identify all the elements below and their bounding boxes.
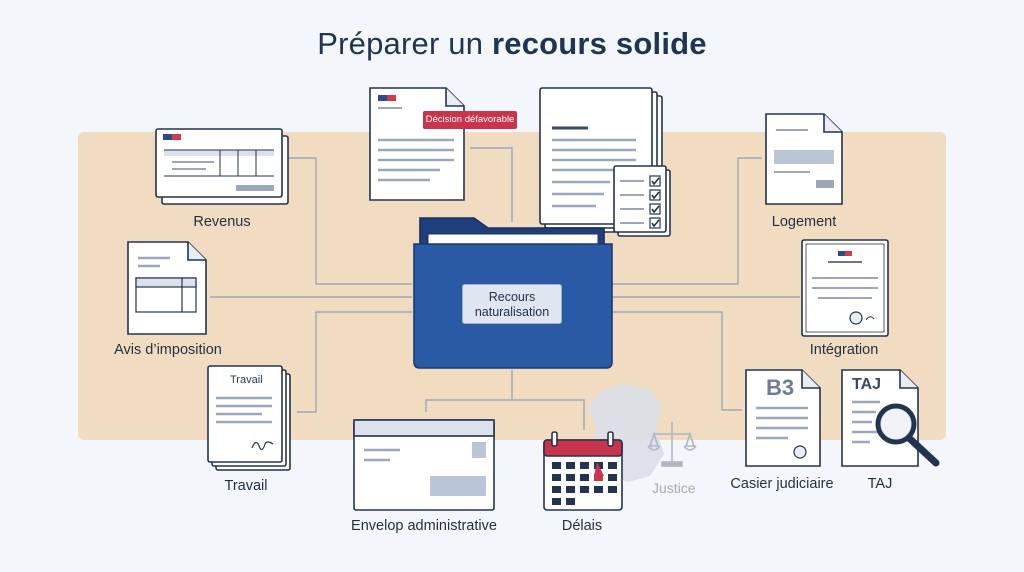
checklist-card xyxy=(613,165,671,237)
connector-lines xyxy=(210,147,800,430)
label-revenus: Revenus xyxy=(193,214,251,230)
magnifier-icon xyxy=(875,403,940,467)
taj-doc-header: TAJ xyxy=(852,376,882,393)
avis-imposition-document xyxy=(127,241,207,335)
casier-document xyxy=(745,369,821,467)
label-integration: Intégration xyxy=(809,342,879,358)
title-prefix: Préparer un xyxy=(317,26,484,61)
label-logement: Logement xyxy=(771,214,837,230)
travail-doc-header: Travail xyxy=(230,374,263,386)
integration-certificate xyxy=(801,239,889,337)
justice-label: Justice xyxy=(652,480,696,496)
b3-doc-header: B3 xyxy=(766,375,795,400)
revenus-document xyxy=(155,128,289,205)
logement-document xyxy=(765,113,843,205)
label-avis-imposition: Avis d’imposition xyxy=(114,342,222,358)
decision-badge: Décision défavorable xyxy=(423,111,517,129)
calendar-icon xyxy=(543,431,623,511)
page-title: Préparer un recours solide xyxy=(0,26,1024,62)
label-envelop: Envelop administrative xyxy=(351,518,497,534)
travail-document xyxy=(207,365,291,471)
decision-document xyxy=(369,87,465,201)
center-folder-label: Recours naturalisation xyxy=(462,284,562,324)
envelope-icon xyxy=(353,419,495,511)
label-casier: Casier judiciaire xyxy=(730,476,834,492)
label-travail: Travail xyxy=(224,478,268,494)
scales-icon xyxy=(647,422,697,467)
label-taj: TAJ xyxy=(867,476,893,492)
title-bold: recours solide xyxy=(492,26,707,61)
label-delais: Délais xyxy=(561,518,603,534)
